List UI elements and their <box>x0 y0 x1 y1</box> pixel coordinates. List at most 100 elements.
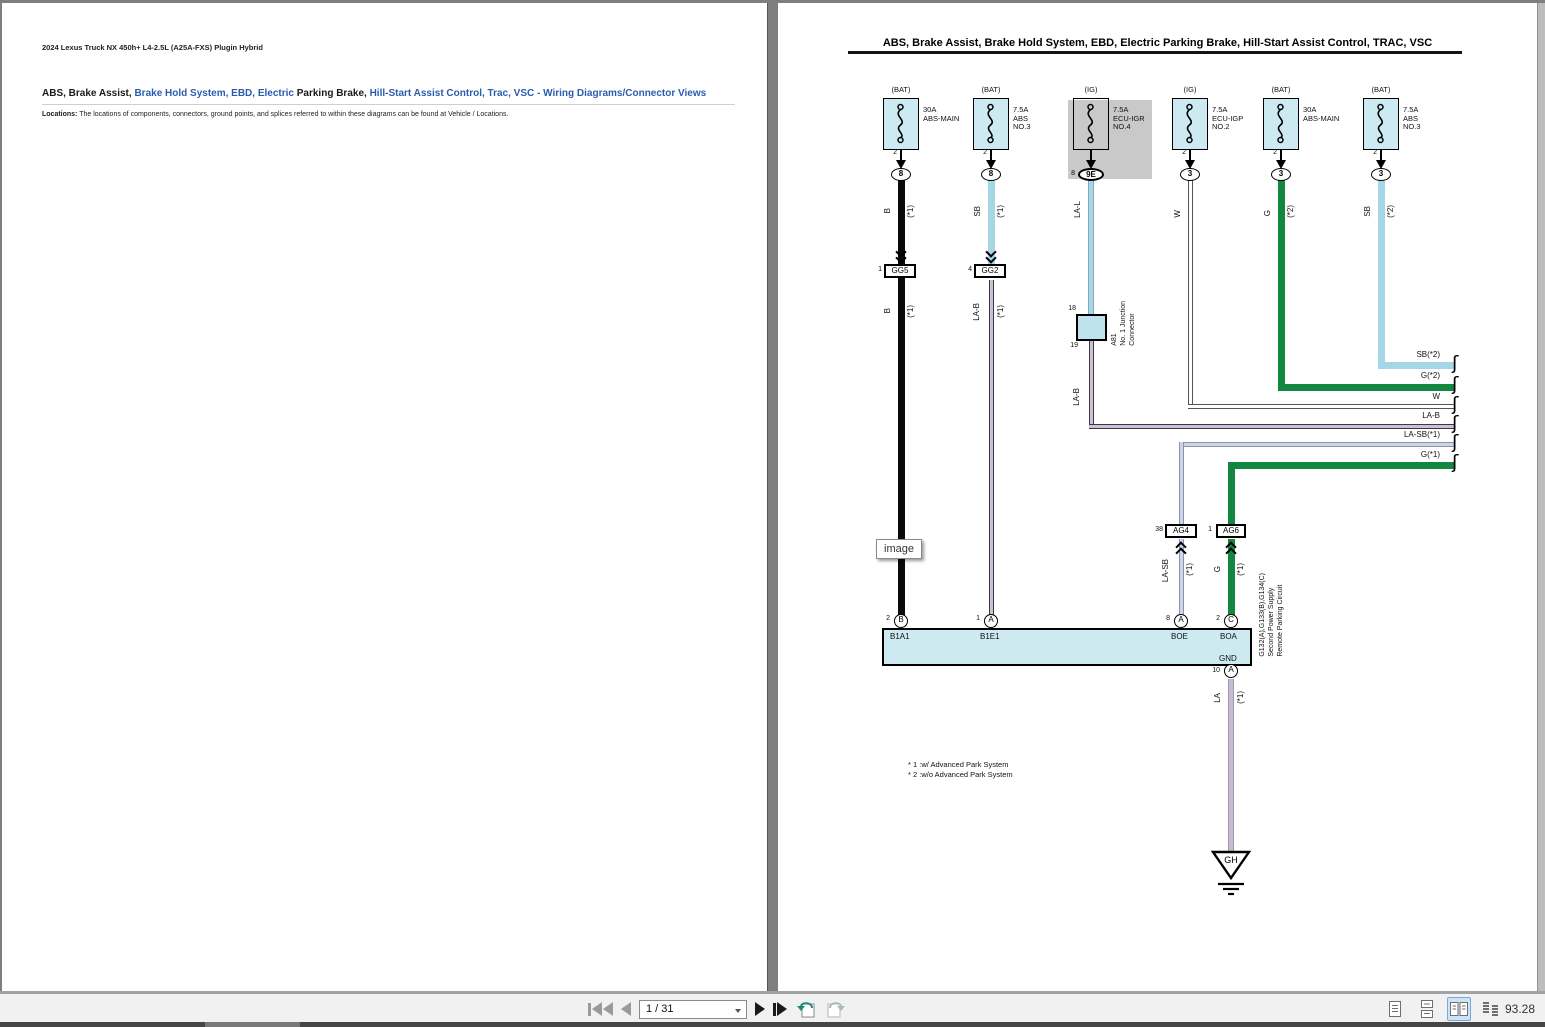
page-number-input[interactable] <box>640 1000 746 1018</box>
fuse-abs-no3-2: (BAT) 7.5A ABS NO.3 2 3 <box>1321 85 1441 187</box>
wire-w-vertical <box>1187 179 1193 408</box>
wire-color-label: LA-B <box>1072 388 1081 406</box>
wire-lab-vertical <box>988 280 994 621</box>
continuation-brace-icon: ʃ <box>1452 412 1459 434</box>
bottom-edge-segment <box>205 1022 300 1027</box>
wire-note-label: (*1) <box>996 305 1005 318</box>
arrow-down-icon <box>986 160 996 169</box>
wire-lasb-vertical-upper <box>1179 442 1184 525</box>
node-circle: 3 <box>1271 168 1291 181</box>
component-pin-circle: B <box>894 614 908 628</box>
first-page-icon <box>603 1002 613 1016</box>
junction-a81-label: A81 No. 1 Junction Connector <box>1111 301 1136 346</box>
wire-color-label: LA-B <box>972 303 981 321</box>
wire-note-label: (*2) <box>1386 205 1395 218</box>
document-page-right: ABS, Brake Assist, Brake Hold System, EB… <box>778 3 1537 991</box>
fuse-box <box>1073 98 1109 150</box>
vertical-scrollbar[interactable] <box>1537 3 1545 991</box>
node-pin-label: 8 <box>1071 170 1075 177</box>
fuse-ecu-igp: (IG) 7.5A ECU-IGP NO.2 2 3 <box>1130 85 1250 187</box>
component-pin-circle: A <box>984 614 998 628</box>
wire-stub <box>990 150 992 161</box>
component-terminal-label: BOA <box>1220 632 1237 641</box>
fuse-source-label: (BAT) <box>1371 85 1391 94</box>
wire-label-lab: LA-B <box>1422 411 1440 420</box>
wire-lab-horizontal <box>1088 423 1455 429</box>
last-page-button[interactable] <box>773 1002 787 1016</box>
component-pin-circle: A <box>1224 664 1238 678</box>
chevron-down-icon[interactable] <box>735 1008 741 1013</box>
fuse-rating-label: 30A ABS-MAIN <box>923 105 960 123</box>
wire-g1-horizontal <box>1229 461 1455 469</box>
wire-color-label: LA <box>1213 693 1222 703</box>
wire-color-label: B <box>883 208 892 214</box>
wire-color-label: SB <box>973 206 982 217</box>
two-page-view-button[interactable] <box>1447 997 1471 1021</box>
next-view-button[interactable] <box>825 999 847 1019</box>
footnote-2: * 2 :w/o Advanced Park System <box>908 770 1013 779</box>
wire-stub <box>1189 150 1191 161</box>
fuse-source-label: (IG) <box>1183 85 1197 94</box>
footnote-1: * 1 :w/ Advanced Park System <box>908 760 1009 769</box>
wire-g2-vertical <box>1277 179 1285 390</box>
fuse-rating-label: 7.5A ECU-IGR NO.4 <box>1113 105 1145 131</box>
ig-shade-region <box>1068 100 1152 179</box>
heading-link-2[interactable]: Hill-Start Assist Control, Trac, VSC - W… <box>369 88 707 99</box>
connector-gg2: GG2 <box>974 264 1006 278</box>
node-circle: 3 <box>1180 168 1200 181</box>
previous-view-button[interactable] <box>795 999 817 1019</box>
wire-lasb-horizontal <box>1179 442 1455 447</box>
bottom-edge-strip <box>0 1022 1545 1027</box>
component-gnd-label: GND <box>1219 654 1237 663</box>
fuse-pin-label: 2 <box>1182 149 1186 156</box>
previous-page-button[interactable] <box>621 1002 631 1016</box>
arrow-down-icon <box>1185 160 1195 169</box>
heading-divider <box>42 104 735 105</box>
continuous-page-button[interactable] <box>1415 997 1439 1021</box>
fuse-icon <box>897 103 904 144</box>
continuation-brace-icon: ʃ <box>1452 431 1459 453</box>
fuse-pin-label: 2 <box>983 149 987 156</box>
wire-sb-vertical <box>987 179 995 265</box>
two-page-continuous-button[interactable] <box>1479 997 1503 1021</box>
wire-label-g2: G(*2) <box>1420 371 1440 380</box>
fuse-box <box>1172 98 1208 150</box>
single-page-button[interactable] <box>1383 997 1407 1021</box>
component-name-label: G132(A),G133(B),G134(C) Second Power Sup… <box>1259 573 1284 657</box>
wire-color-label: W <box>1173 210 1182 218</box>
connector-pin-label: 1 <box>878 266 882 273</box>
wire-stub <box>900 150 902 161</box>
wire-color-label: B <box>883 308 892 314</box>
fuse-icon <box>1186 103 1193 144</box>
fuse-rating-label: 7.5A ECU-IGP NO.2 <box>1212 105 1244 131</box>
wire-color-label: G <box>1263 210 1272 217</box>
continuation-brace-icon: ʃ <box>1452 373 1459 395</box>
junction-a81 <box>1076 314 1107 341</box>
next-page-button[interactable] <box>755 1002 765 1016</box>
fuse-source-label: (IG) <box>1084 85 1098 94</box>
fuse-box <box>883 98 919 150</box>
wire-sb2-vertical <box>1377 179 1385 368</box>
wire-color-label: LA-SB <box>1161 559 1170 583</box>
next-page-icon <box>755 1002 765 1016</box>
first-page-button[interactable] <box>588 1002 613 1016</box>
wire-label-w: W <box>1432 392 1440 401</box>
heading-plain-2: Parking Brake, <box>293 88 370 99</box>
diagram-title: ABS, Brake Assist, Brake Hold System, EB… <box>882 37 1433 49</box>
node-circle: 3 <box>1371 168 1391 181</box>
wire-stub <box>1090 150 1092 161</box>
wire-la-vertical <box>1228 679 1234 851</box>
fuse-pin-label: 2 <box>1273 149 1277 156</box>
connector-pin-label: 1 <box>1208 526 1212 533</box>
fuse-icon <box>1277 103 1284 144</box>
two-page-view-icon <box>1450 1002 1468 1016</box>
heading-link-1[interactable]: Brake Hold System, EBD, Electric <box>134 88 294 99</box>
node-circle: 8 <box>981 168 1001 181</box>
arrow-down-icon <box>1276 160 1286 169</box>
wire-color-label: SB <box>1363 206 1372 217</box>
first-page-icon <box>592 1002 602 1016</box>
fuse-box <box>1263 98 1299 150</box>
page-number-field <box>639 999 747 1019</box>
fuse-abs-main-1: (BAT) 30A ABS-MAIN 2 8 <box>841 85 961 187</box>
fuse-rating-label: 7.5A ABS NO.3 <box>1013 105 1031 131</box>
